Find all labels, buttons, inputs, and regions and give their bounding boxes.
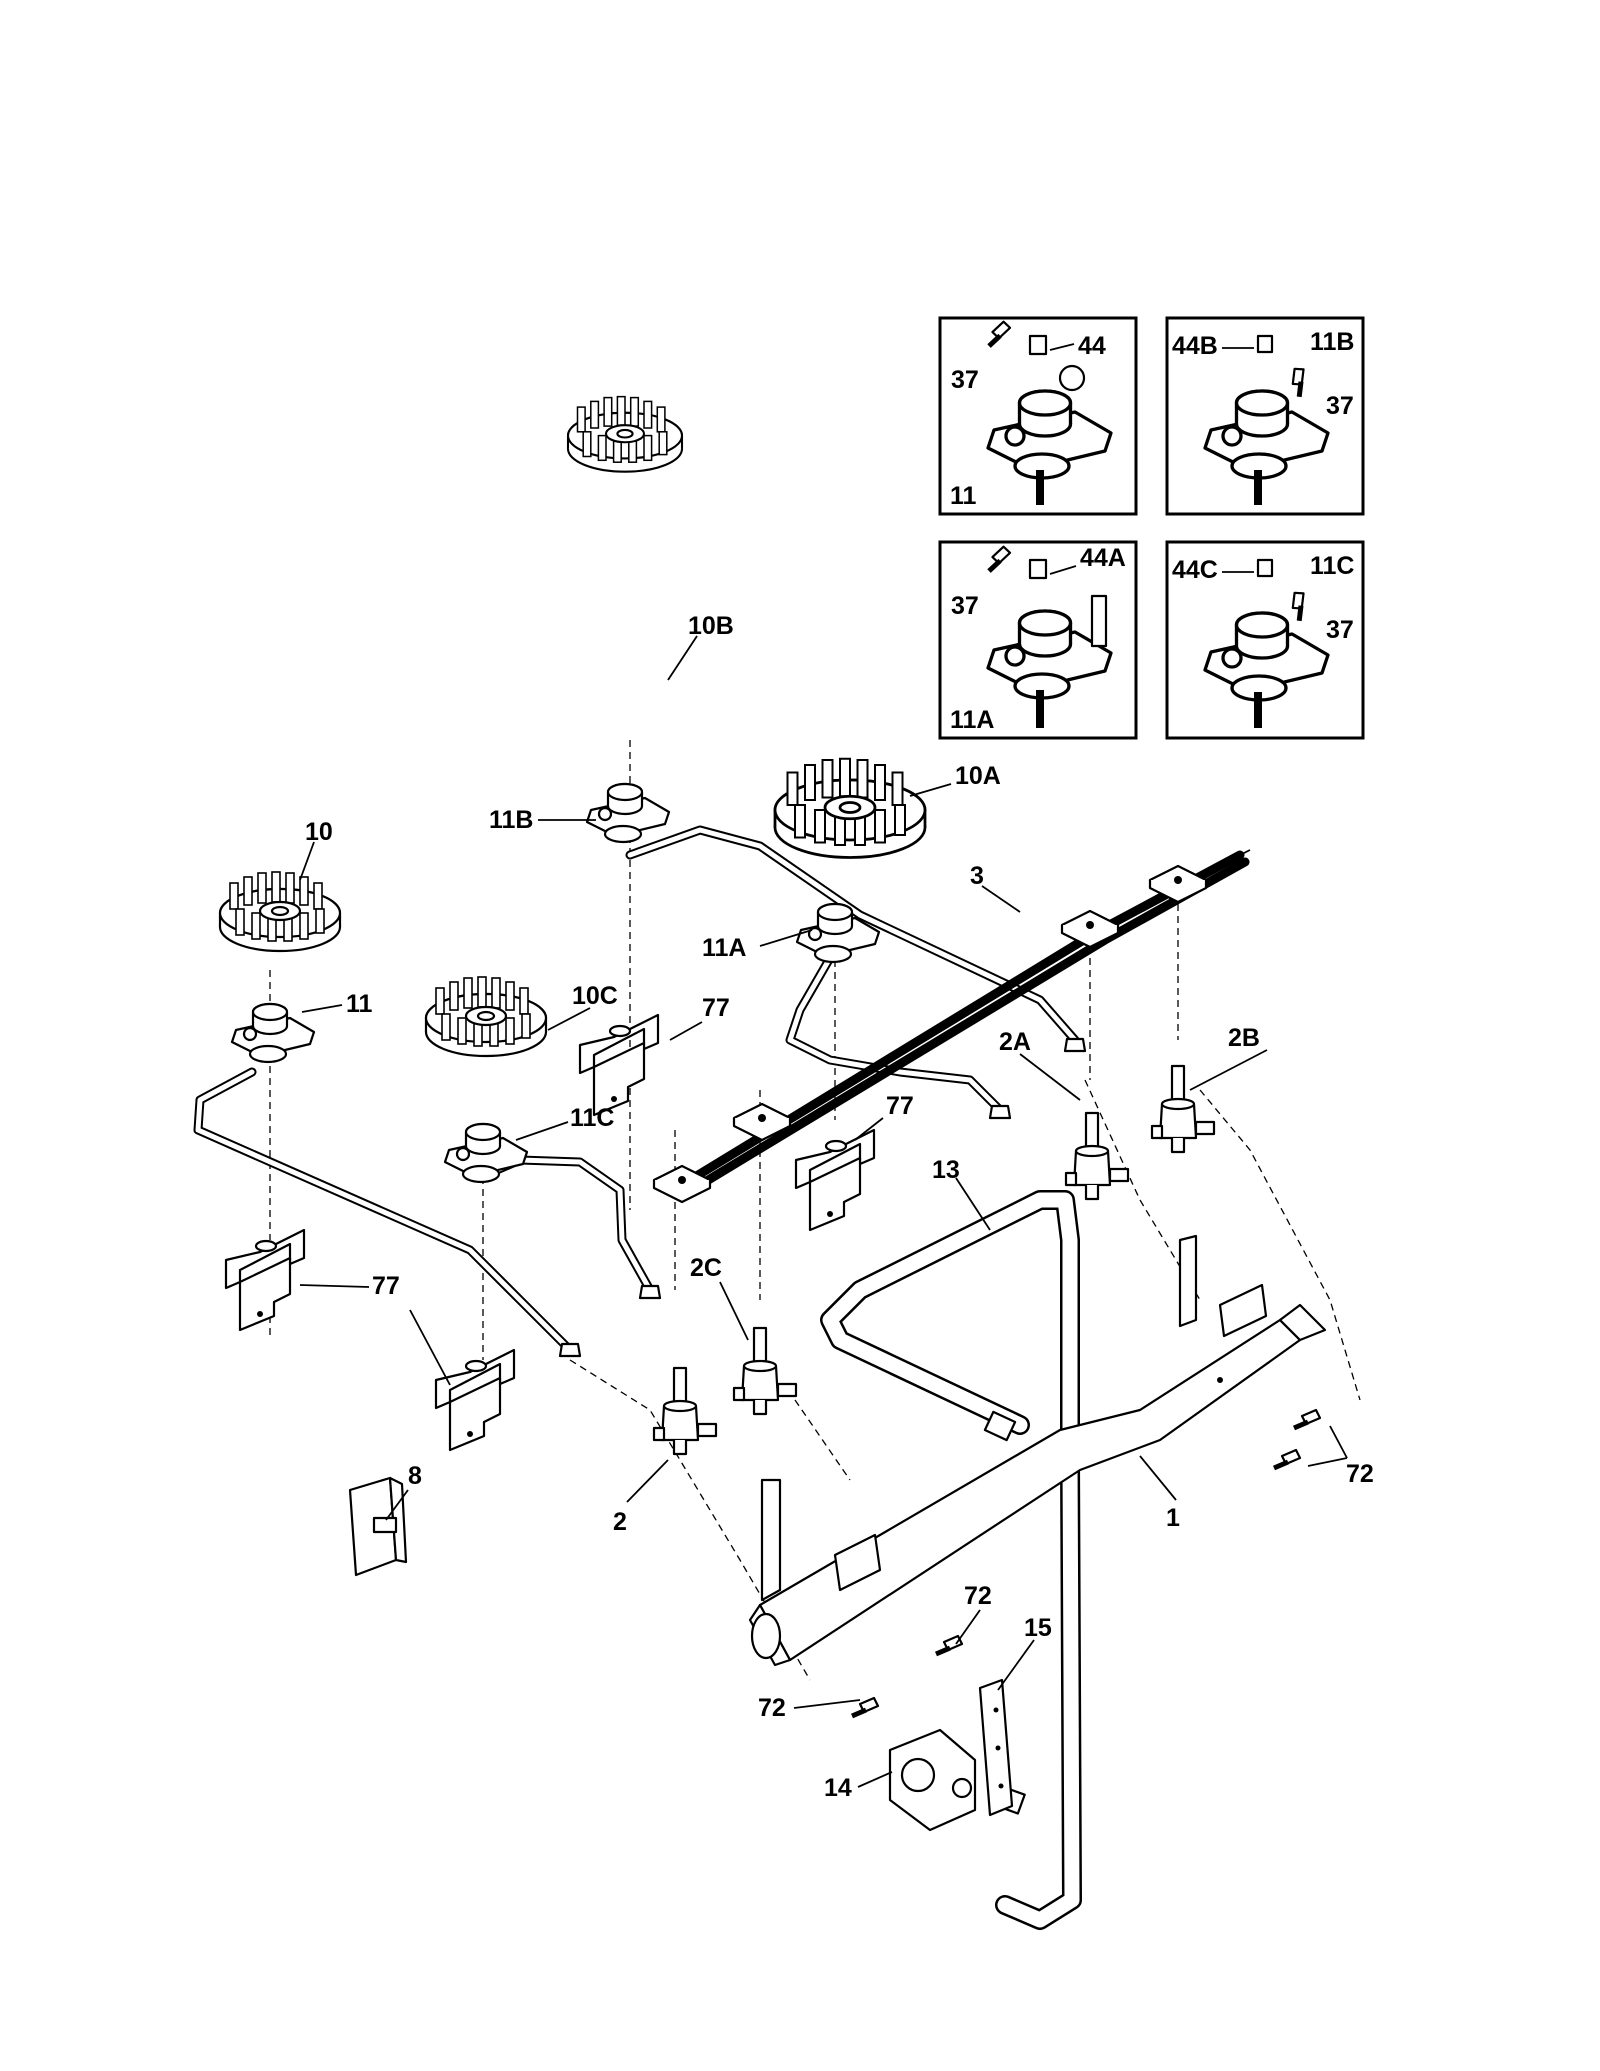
inset-11b-caption: 11B (1310, 328, 1354, 356)
burner-10c (424, 975, 548, 1058)
fitting-nut-4 (638, 1284, 662, 1300)
burner-head-11a (795, 902, 881, 964)
burner-head-11b (585, 782, 671, 844)
label-11a: 11A (702, 934, 746, 962)
valve-2 (652, 1366, 718, 1456)
inset-panel-11c: 44C 11C 37 (1165, 540, 1365, 740)
bracket-77-b (794, 1128, 876, 1232)
screw-72-a (936, 1636, 962, 1654)
inset-11c-screw-label: 37 (1326, 616, 1354, 644)
label-2b: 2B (1228, 1024, 1260, 1052)
spark-module-8 (348, 1476, 408, 1577)
screw-72-d (1274, 1450, 1300, 1468)
leader-lines (299, 635, 1348, 1788)
manifold-1 (748, 1234, 1327, 1667)
burner-head-11 (230, 1002, 316, 1064)
inset-panel-11b: 44B 11B 37 (1165, 316, 1365, 516)
valve-2b (1150, 1064, 1216, 1154)
bracket-77-d (434, 1348, 516, 1452)
gas-tubing (193, 825, 1251, 1355)
inset-11c-caption: 11C (1310, 552, 1354, 580)
inset-11-screw-label: 37 (951, 366, 979, 394)
inset-11b-screw-label: 37 (1326, 392, 1354, 420)
label-11c: 11C (570, 1104, 614, 1132)
label-2c: 2C (690, 1254, 722, 1282)
label-13: 13 (932, 1156, 960, 1184)
label-11b: 11B (489, 806, 533, 834)
label-8: 8 (408, 1462, 422, 1490)
inset-11-orifice-label: 44 (1078, 332, 1106, 360)
callout-labels: 10 10B 10C 10A 11B 11 11A 11C 3 77 77 77… (305, 612, 1374, 1802)
label-77-b: 77 (886, 1092, 914, 1120)
fitting-nut-3 (558, 1342, 582, 1358)
label-15: 15 (1024, 1614, 1052, 1642)
label-10: 10 (305, 818, 333, 846)
pressure-regulator-14 (888, 1728, 977, 1832)
label-10c: 10C (572, 982, 618, 1010)
fitting-nut-1 (1063, 1037, 1087, 1053)
label-2a: 2A (999, 1028, 1031, 1056)
fitting-nut-2 (988, 1104, 1012, 1120)
label-72-a: 72 (964, 1582, 992, 1610)
label-77-c: 77 (372, 1272, 400, 1300)
inset-11-caption: 11 (950, 482, 977, 510)
inset-panel-11a: 11A 37 44A (938, 540, 1138, 740)
burner-10 (218, 870, 342, 953)
inset-11c-orifice-label: 44C (1172, 556, 1218, 584)
label-77-a: 77 (702, 994, 730, 1022)
label-10b: 10B (688, 612, 734, 640)
bracket-77-c (224, 1228, 306, 1332)
inset-11a-orifice-label: 44A (1080, 544, 1126, 572)
burner-head-11c (443, 1122, 529, 1184)
burner-10a (773, 757, 927, 859)
screw-72-c (1294, 1410, 1320, 1428)
inset-11a-caption: 11A (950, 706, 994, 734)
inset-panel-11: 11 37 44 (938, 316, 1138, 516)
valve-2c (732, 1326, 798, 1416)
mounting-bracket-15 (978, 1678, 1014, 1817)
valve-2a (1064, 1111, 1130, 1201)
inset-11a-screw-label: 37 (951, 592, 979, 620)
label-72-c: 72 (1346, 1460, 1374, 1488)
label-14: 14 (824, 1774, 852, 1802)
label-1: 1 (1166, 1504, 1180, 1532)
bracket-77-a (578, 1013, 660, 1117)
label-72-b: 72 (758, 1694, 786, 1722)
burner-10b (566, 395, 684, 473)
label-3: 3 (970, 862, 984, 890)
label-10a: 10A (955, 762, 1001, 790)
label-11: 11 (346, 990, 373, 1018)
label-2: 2 (613, 1508, 627, 1536)
inset-11b-orifice-label: 44B (1172, 332, 1218, 360)
